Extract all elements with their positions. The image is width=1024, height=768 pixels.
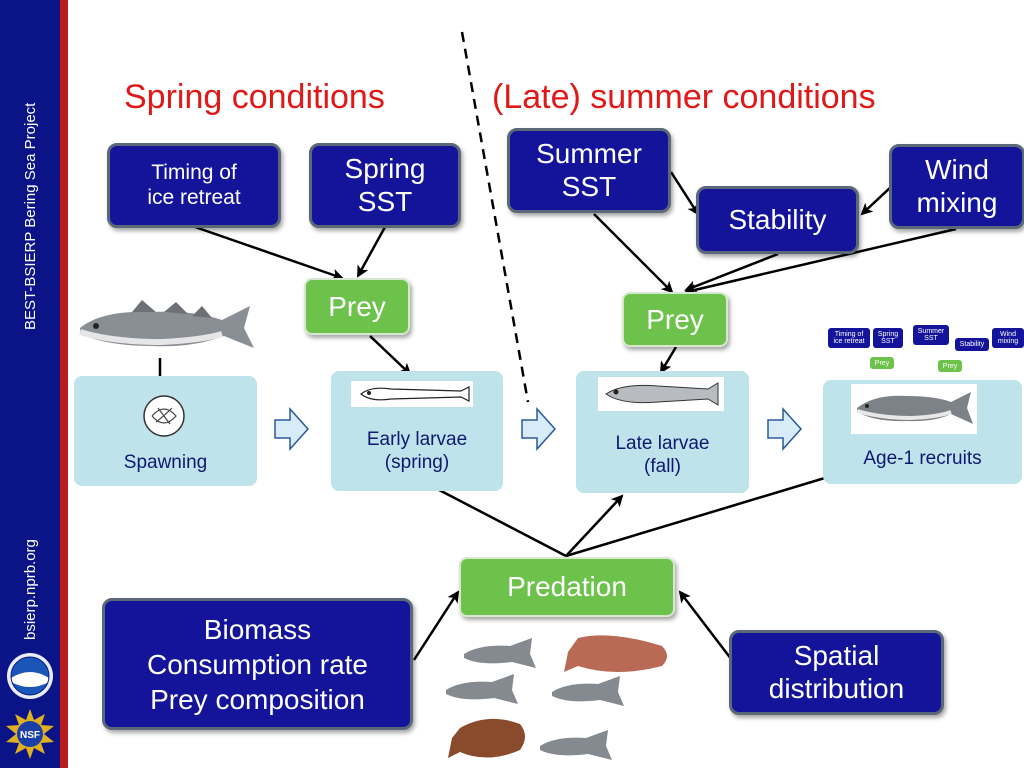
spawning-label: Spawning [123,452,208,473]
mini-wind-box: Wind mixing [992,328,1024,348]
stability-box: Stability [696,186,859,254]
season-divider [460,31,530,403]
flow-arrow-2 [521,407,557,451]
spring-prey-box: Prey [304,278,410,335]
summer-prey-box: Prey [622,292,728,347]
early-larva-icon [351,381,473,407]
early-larvae-label: Early larvae (spring) [366,429,468,473]
summer-heading: (Late) summer conditions [492,78,876,116]
svg-text:NSF: NSF [20,730,40,741]
adult-pollock-icon [79,300,254,348]
predation-box: Predation [459,557,675,617]
predator-biomass-box: Biomass Consumption rate Prey compositio… [102,598,413,730]
flow-arrow-1 [274,407,310,451]
predator-fish-icon [446,635,667,760]
sidebar-stripe [60,0,68,768]
sidebar [0,0,60,768]
mini-summer-sst-box: Summer SST [913,325,949,345]
mini-ice-box: Timing of ice retreat [828,328,870,348]
age1-stage: Age-1 recruits [823,380,1022,484]
spawning-stage: Spawning [74,376,257,486]
ice-retreat-box: Timing of ice retreat [107,143,281,228]
mini-prey-1: Prey [870,357,894,369]
spatial-distribution-box: Spatial distribution [729,630,944,715]
late-larva-icon [598,377,724,411]
spring-sst-box: Spring SST [309,143,461,228]
age1-label: Age-1 recruits [863,448,982,469]
mini-spring-sst-box: Spring SST [873,328,903,348]
nsf-logo-icon: NSF [6,709,54,759]
late-larvae-stage: Late larvae (fall) [576,371,749,493]
early-larvae-stage: Early larvae (spring) [331,371,503,491]
wind-mixing-box: Wind mixing [889,144,1024,229]
spring-heading: Spring conditions [124,78,385,116]
mini-stability-box: Stability [955,338,989,351]
age1-pollock-icon [851,384,977,434]
mini-prey-2: Prey [938,360,962,372]
flow-arrow-3 [767,407,803,451]
noaa-logo-icon [7,653,53,699]
summer-sst-box: Summer SST [507,128,671,213]
late-larvae-label: Late larvae (fall) [615,433,710,477]
egg-icon [143,395,185,437]
